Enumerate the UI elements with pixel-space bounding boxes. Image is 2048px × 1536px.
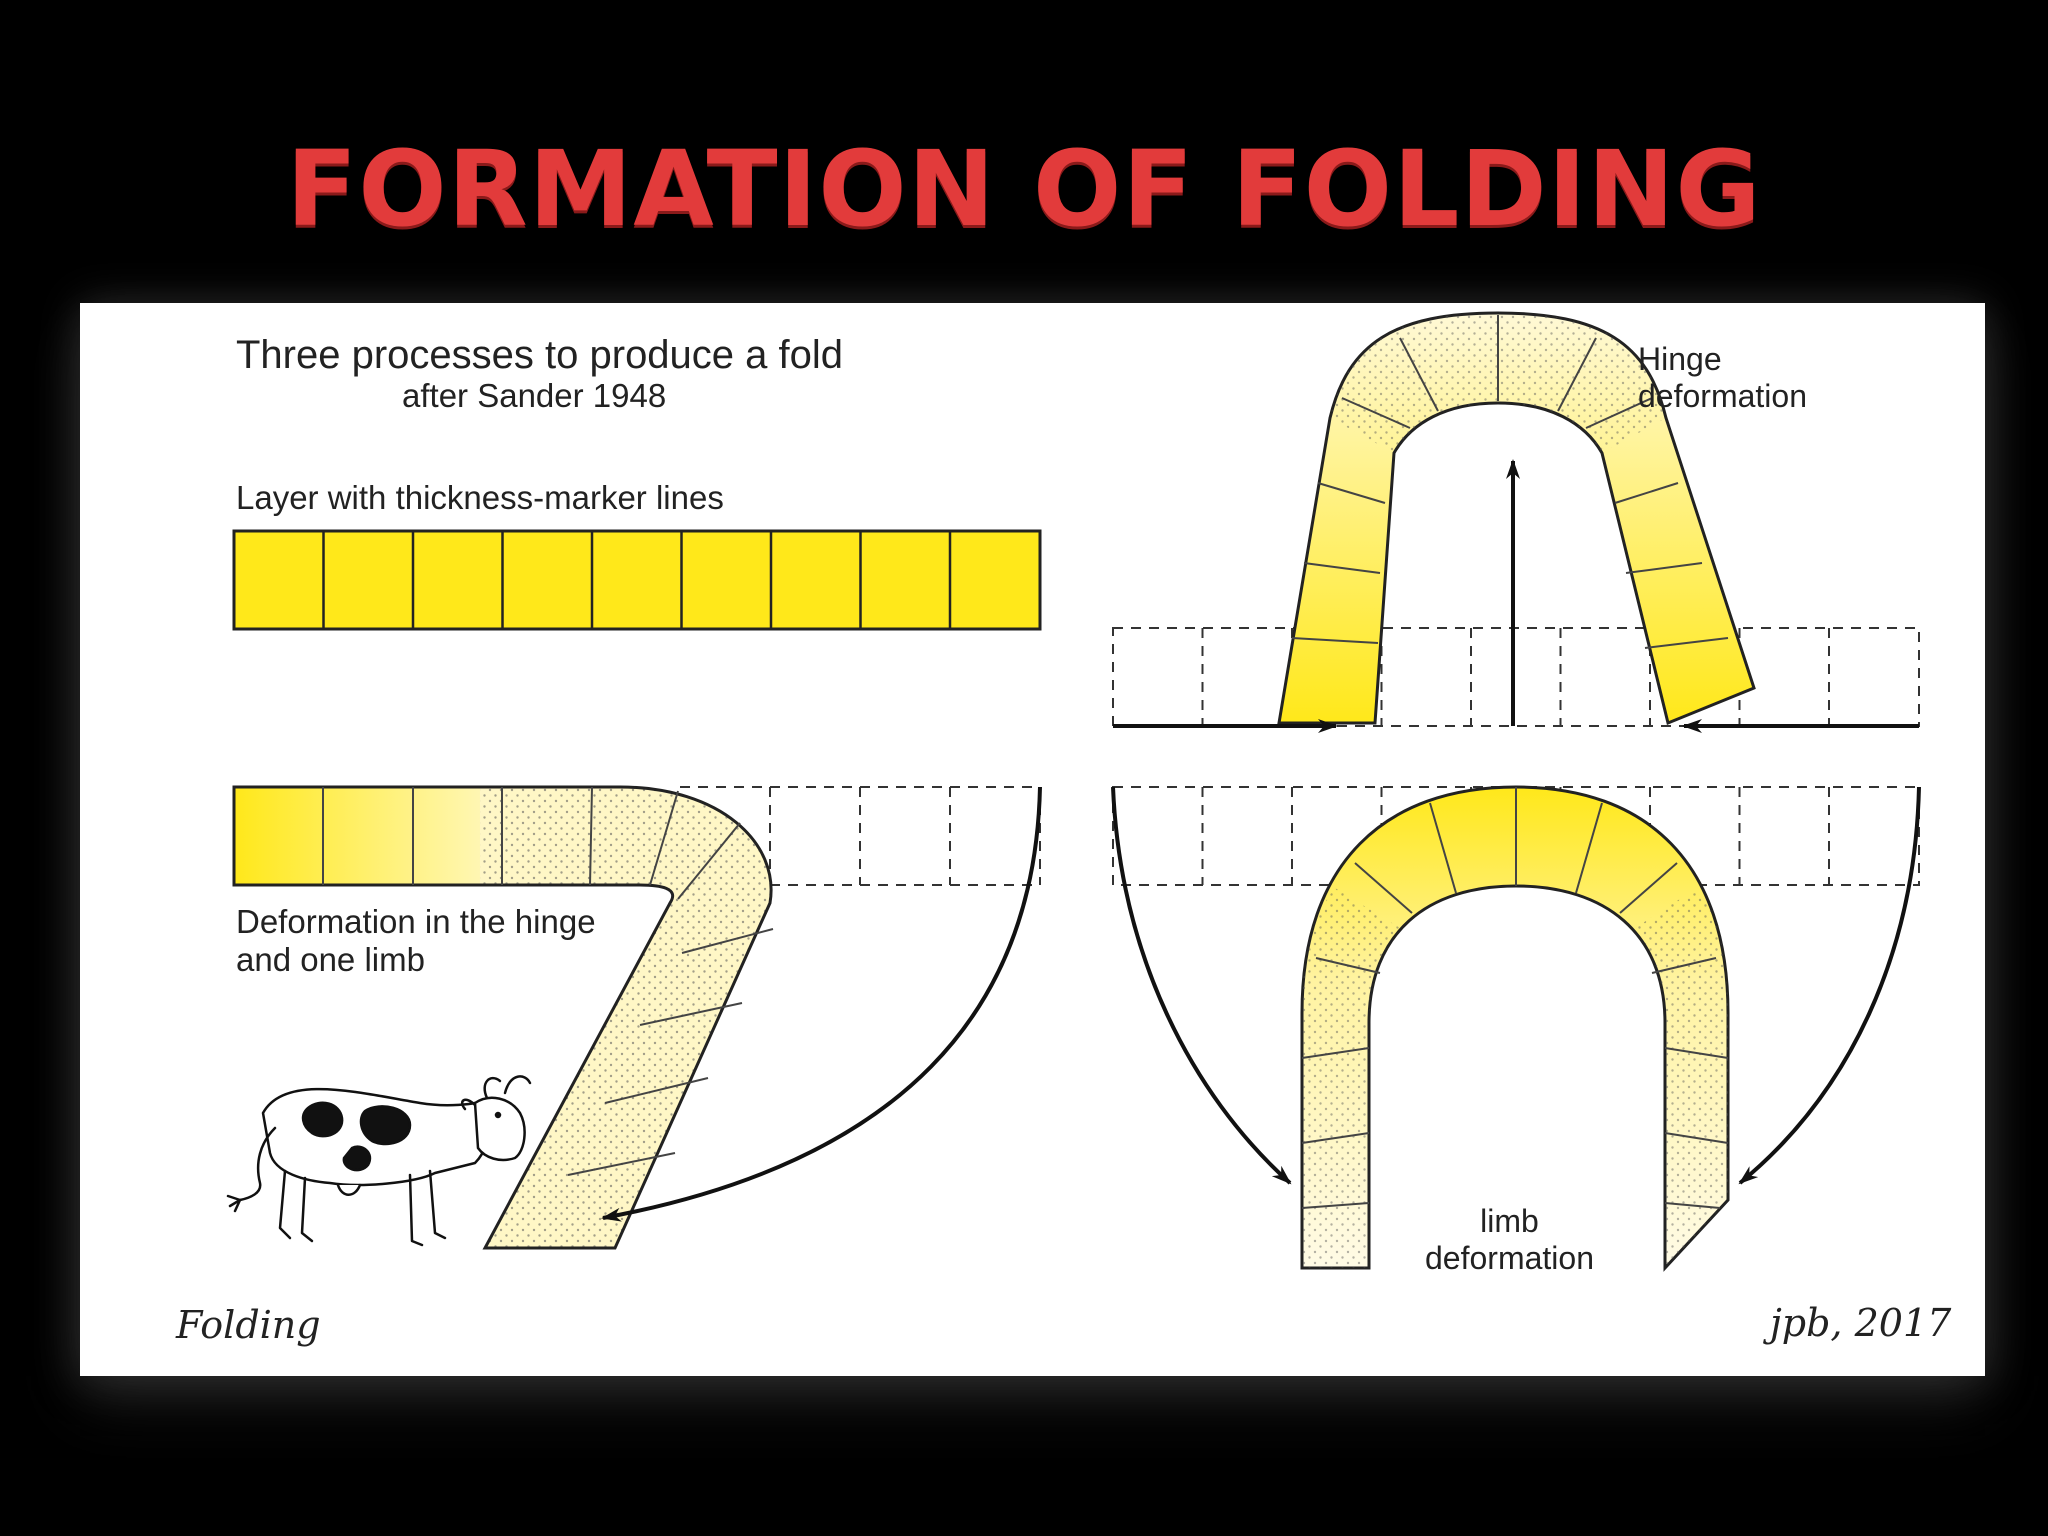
hinge-limb-label-line-2: and one limb bbox=[236, 941, 425, 978]
limb-label-line-1: limb bbox=[1480, 1203, 1539, 1239]
hinge-deformation-fold bbox=[1112, 311, 1920, 733]
layer-label: Layer with thickness-marker lines bbox=[236, 479, 724, 516]
limb-deformation-label: limb deformation bbox=[1425, 1203, 1594, 1277]
cow-drawing bbox=[226, 1075, 532, 1247]
layer-bar bbox=[232, 529, 1042, 631]
signature-folding: Folding bbox=[176, 1303, 321, 1347]
hinge-label-line-1: Hinge bbox=[1638, 341, 1722, 377]
figure-heading: Three processes to produce a fold bbox=[236, 333, 844, 377]
fold-diagram bbox=[226, 311, 1921, 1272]
slide-title: FORMATION OF FOLDING bbox=[286, 128, 1762, 250]
hinge-limb-label: Deformation in the hinge and one limb bbox=[236, 903, 596, 979]
hinge-label-line-2: deformation bbox=[1638, 378, 1807, 414]
figure-subheading: after Sander 1948 bbox=[402, 377, 667, 414]
signature-author: jpb, 2017 bbox=[1770, 1301, 1952, 1345]
hinge-limb-fold bbox=[232, 785, 1042, 1250]
limb-label-line-2: deformation bbox=[1425, 1240, 1594, 1276]
folding-figure: Three processes to produce a fold after … bbox=[80, 303, 1985, 1376]
hinge-deformation-label: Hinge deformation bbox=[1638, 341, 1807, 415]
limb-deformation-fold bbox=[1111, 785, 1921, 1272]
hinge-limb-label-line-1: Deformation in the hinge bbox=[236, 903, 596, 940]
